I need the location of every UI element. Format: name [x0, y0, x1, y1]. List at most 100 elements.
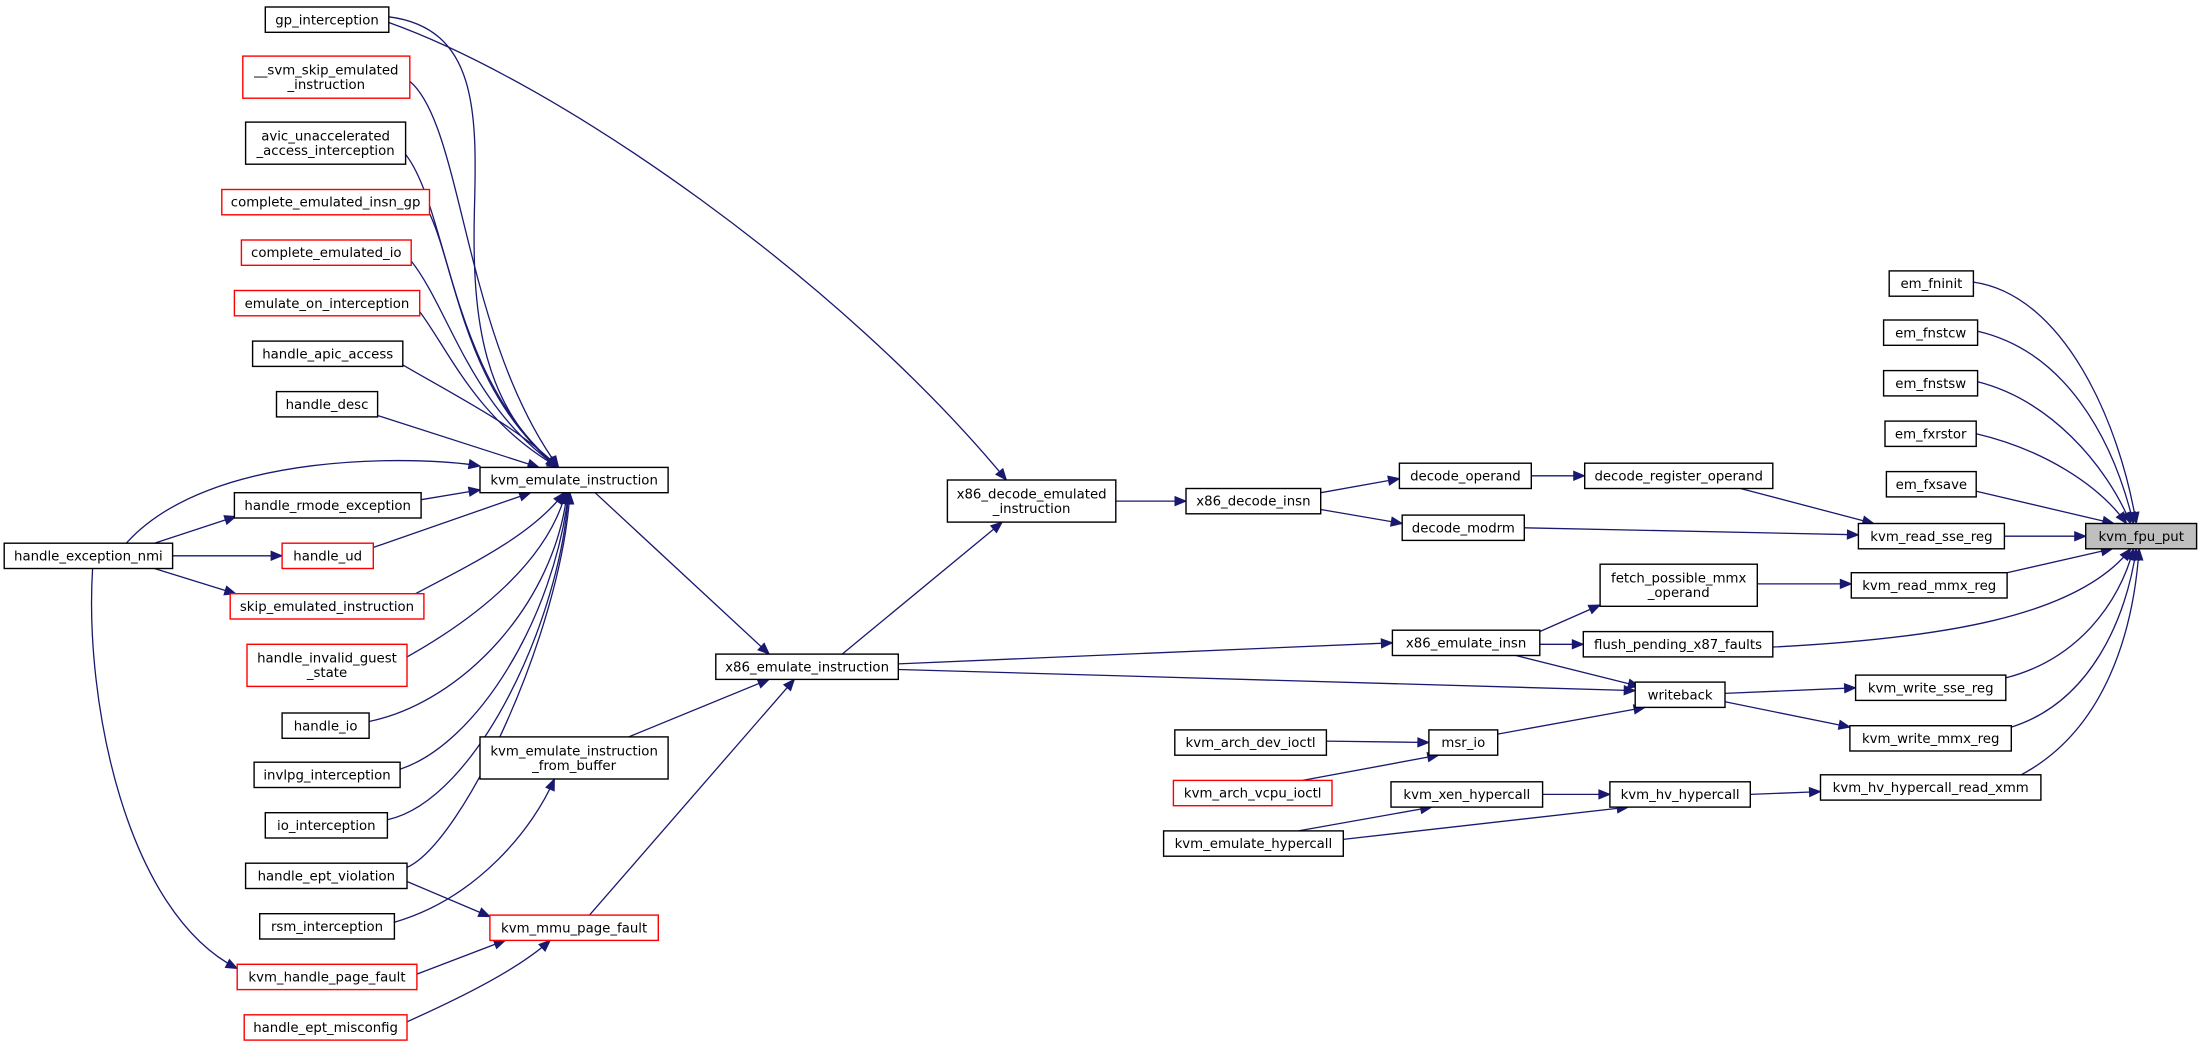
node-kvm-hv-hypercall-read-xmm[interactable]: kvm_hv_hypercall_read_xmm [1819, 774, 2042, 801]
node-flush-pending-x87-faults[interactable]: flush_pending_x87_faults [1582, 630, 1774, 658]
node-handle-invalid-guest-state[interactable]: handle_invalid_guest_state [246, 643, 408, 688]
node-kvm-xen-hypercall[interactable]: kvm_xen_hypercall [1390, 781, 1544, 808]
edge-arrowhead [1839, 578, 1853, 590]
edge-writeback-to-kvm_write_mmx_reg [1724, 701, 1852, 730]
node-x86-emulate-insn[interactable]: x86_emulate_insn [1391, 629, 1541, 657]
node-decode-register-operand[interactable]: decode_register_operand [1583, 462, 1774, 490]
edge-decode_modrm-to-kvm_read_sse_reg [1524, 527, 1860, 540]
node-label: kvm_xen_hypercall [1403, 788, 1530, 803]
node-complete-emulated-io[interactable]: complete_emulated_io [240, 239, 412, 266]
edge-kvm_xen_hypercall-to-kvm_hv_hypercall [1542, 789, 1612, 800]
edge-handle_ept_misconfig-to-kvm_mmu_page_fault [406, 939, 552, 1023]
edge-line [1724, 701, 1851, 728]
edge-gp_interception-to-x86_decode_emulated_instruction [388, 21, 1008, 482]
node-handle-ept-violation[interactable]: handle_ept_violation [244, 862, 408, 890]
edge-line [373, 492, 531, 549]
node-box [1390, 781, 1544, 808]
node-kvm-hv-hypercall[interactable]: kvm_hv_hypercall [1609, 781, 1752, 808]
node-em-fninit[interactable]: em_fninit [1888, 270, 1975, 297]
edge-line [1302, 754, 1439, 782]
node-rsm-interception[interactable]: rsm_interception [259, 913, 396, 940]
edge-em_fnstcw-to-kvm_fpu_put [1977, 330, 2136, 525]
edge-line [1740, 487, 1874, 525]
edge-line [594, 492, 770, 655]
edge-line [1515, 654, 1640, 688]
node-writeback[interactable]: writeback [1634, 681, 1726, 709]
node-kvm-emulate-instruction[interactable]: kvm_emulate_instruction [479, 466, 669, 494]
node-box [1882, 319, 1979, 346]
node-x86-emulate-instruction[interactable]: x86_emulate_instruction [715, 653, 899, 681]
node-em-fnstsw[interactable]: em_fnstsw [1882, 369, 1979, 397]
node-label: kvm_emulate_hypercall [1175, 837, 1333, 852]
node-kvm-arch-vcpu-ioctl[interactable]: kvm_arch_vcpu_ioctl [1172, 779, 1333, 807]
edge-fetch_possible_mmx_operand-to-kvm_read_mmx_reg [1757, 578, 1853, 590]
node-msr-io[interactable]: msr_io [1428, 729, 1499, 756]
edge-arrowhead [1808, 786, 1822, 798]
edge-line [2005, 548, 2135, 679]
edge-x86_emulate_insn-to-fetch_possible_mmx_operand [1539, 604, 1602, 633]
node-decode-operand[interactable]: decode_operand [1398, 462, 1533, 490]
node-svm-skip-emulated-instruction[interactable]: __svm_skip_emulated_instruction [242, 55, 411, 99]
node-label: em_fxsave [1896, 478, 1967, 493]
node-label: _from_buffer [531, 759, 616, 774]
edge-line [1976, 490, 2114, 525]
node-box [1582, 630, 1774, 658]
edge-arrowhead [1174, 495, 1188, 507]
node-avic-unaccelerated-access-interception[interactable]: avic_unaccelerated_access_interception [244, 121, 407, 165]
node-kvm-read-sse-reg[interactable]: kvm_read_sse_reg [1857, 522, 2006, 550]
node-kvm-fpu-put[interactable]: kvm_fpu_put [2084, 522, 2198, 550]
edge-arrowhead [1623, 685, 1637, 696]
node-handle-ept-misconfig[interactable]: handle_ept_misconfig [243, 1014, 408, 1041]
node-em-fxsave[interactable]: em_fxsave [1885, 470, 1977, 498]
edge-arrowhead [1389, 516, 1404, 527]
node-handle-rmode-exception[interactable]: handle_rmode_exception [233, 492, 422, 519]
node-invlpg-interception[interactable]: invlpg_interception [253, 761, 401, 789]
node-handle-ud[interactable]: handle_ud [281, 542, 375, 570]
node-label: complete_emulated_io [251, 246, 401, 261]
node-gp-interception[interactable]: gp_interception [264, 6, 390, 33]
edge-arrowhead [1387, 475, 1401, 486]
edge-arrowhead [1573, 470, 1587, 482]
node-decode-modrm[interactable]: decode_modrm [1401, 514, 1525, 542]
node-handle-io[interactable]: handle_io [281, 712, 370, 739]
edge-handle_exception_nmi-to-skip_emulated_instruction [154, 567, 238, 596]
node-label: fetch_possible_mmx [1611, 572, 1746, 587]
node-kvm-mmu-page-fault[interactable]: kvm_mmu_page_fault [489, 914, 659, 942]
edge-handle_exception_nmi-to-handle_ud [172, 550, 284, 562]
node-box [1884, 420, 1977, 448]
node-kvm-emulate-hypercall[interactable]: kvm_emulate_hypercall [1162, 830, 1344, 857]
node-handle-exception-nmi[interactable]: handle_exception_nmi [3, 542, 174, 570]
node-em-fxrstor[interactable]: em_fxrstor [1884, 420, 1977, 448]
node-x86-decode-insn[interactable]: x86_decode_insn [1185, 487, 1322, 515]
edge-line [1298, 806, 1432, 832]
edge-line [1320, 508, 1403, 525]
node-kvm-write-mmx-reg[interactable]: kvm_write_mmx_reg [1849, 725, 2013, 752]
edge-kvm_emulate_hypercall-to-kvm_xen_hypercall [1298, 803, 1434, 832]
node-box [1428, 729, 1499, 756]
node-io-interception[interactable]: io_interception [264, 812, 389, 839]
edge-arrowhead [2074, 530, 2088, 542]
node-complete-emulated-insn-gp[interactable]: complete_emulated_insn_gp [221, 188, 431, 216]
node-label: decode_register_operand [1594, 469, 1763, 484]
node-emulate-on-interception[interactable]: emulate_on_interception [233, 289, 421, 317]
edge-invlpg_interception-to-kvm_emulate_instruction [399, 491, 573, 770]
node-kvm-read-mmx-reg[interactable]: kvm_read_mmx_reg [1850, 572, 2008, 599]
node-kvm-emulate-instruction-from-buffer[interactable]: kvm_emulate_instruction_from_buffer [479, 736, 669, 780]
node-handle-desc[interactable]: handle_desc [275, 390, 379, 418]
node-kvm-handle-page-fault[interactable]: kvm_handle_page_fault [236, 963, 418, 991]
edge-line [416, 939, 506, 975]
edge-x86_emulate_instruction-to-x86_decode_emulated_instruction [841, 521, 1004, 655]
edge-em_fxrstor-to-kvm_fpu_put [1976, 433, 2128, 525]
edge-msr_io-to-writeback [1497, 704, 1647, 735]
edge-arrowhead [757, 642, 771, 655]
node-kvm-write-sse-reg[interactable]: kvm_write_sse_reg [1854, 674, 2007, 702]
node-fetch-possible-mmx-operand[interactable]: fetch_possible_mmx_operand [1599, 563, 1758, 608]
edge-kvm_handle_page_fault-to-kvm_mmu_page_fault [416, 939, 507, 975]
node-kvm-arch-dev-ioctl[interactable]: kvm_arch_dev_ioctl [1174, 729, 1328, 756]
node-em-fnstcw[interactable]: em_fnstcw [1882, 319, 1979, 346]
node-x86-decode-emulated-instruction[interactable]: x86_decode_emulated_instruction [946, 479, 1117, 523]
node-box [281, 712, 370, 739]
node-skip-emulated-instruction[interactable]: skip_emulated_instruction [229, 593, 425, 620]
node-label: invlpg_interception [263, 768, 390, 783]
node-handle-apic-access[interactable]: handle_apic_access [251, 340, 404, 368]
